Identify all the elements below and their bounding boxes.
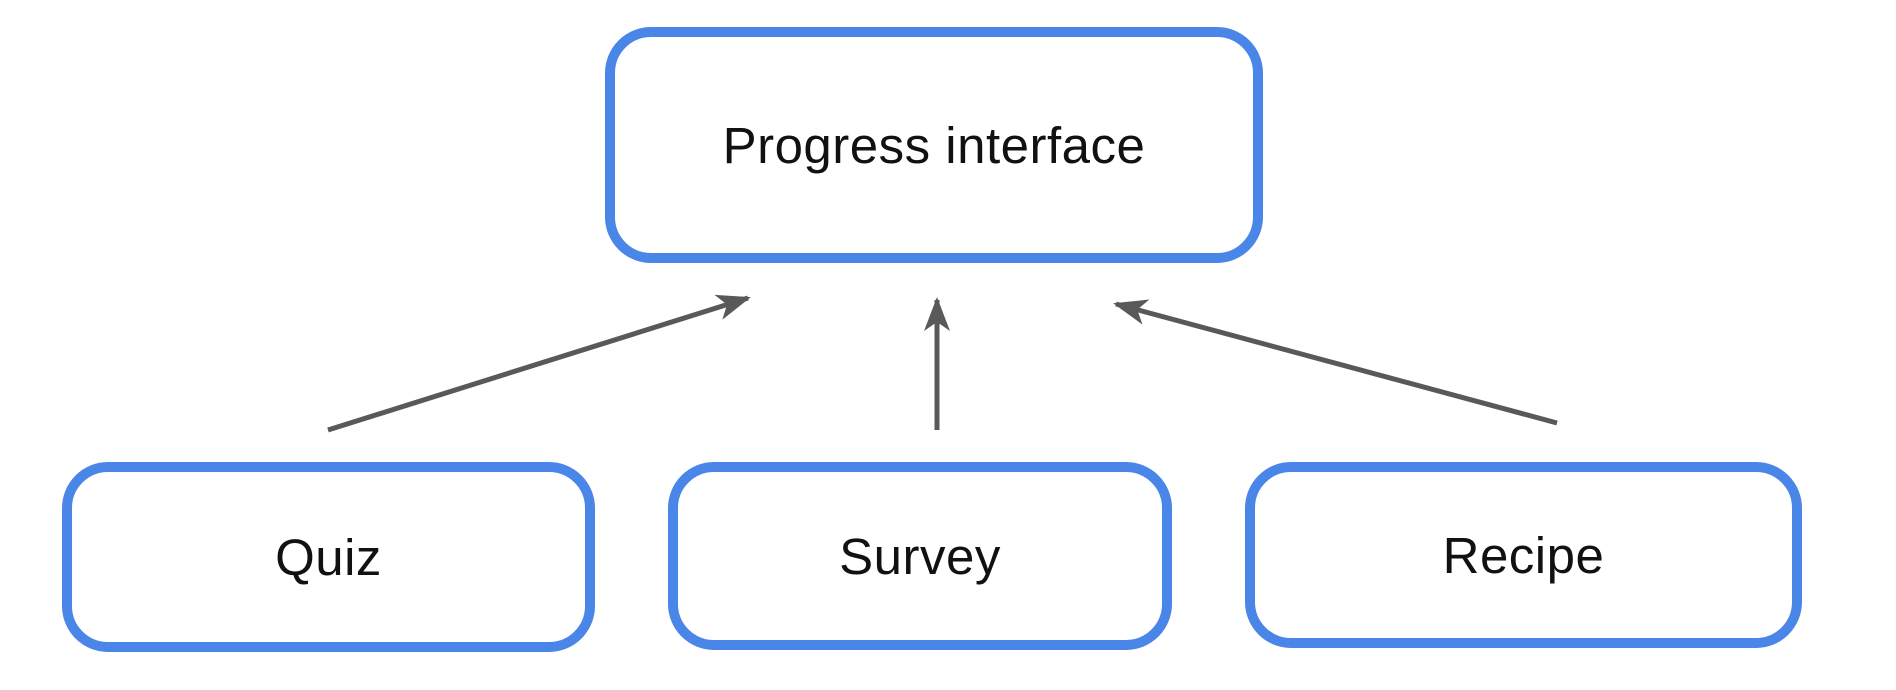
arrow-recipe-to-progress-interface (1113, 299, 1558, 426)
node-recipe-label: Recipe (1442, 526, 1605, 584)
node-survey: Survey (668, 462, 1172, 650)
node-quiz: Quiz (62, 462, 595, 652)
arrow-quiz-to-progress-interface (327, 294, 751, 433)
node-progress-interface: Progress interface (605, 27, 1263, 263)
node-progress-interface-label: Progress interface (722, 116, 1146, 174)
node-survey-label: Survey (839, 527, 1001, 585)
node-recipe: Recipe (1245, 462, 1802, 648)
node-quiz-label: Quiz (275, 528, 382, 586)
